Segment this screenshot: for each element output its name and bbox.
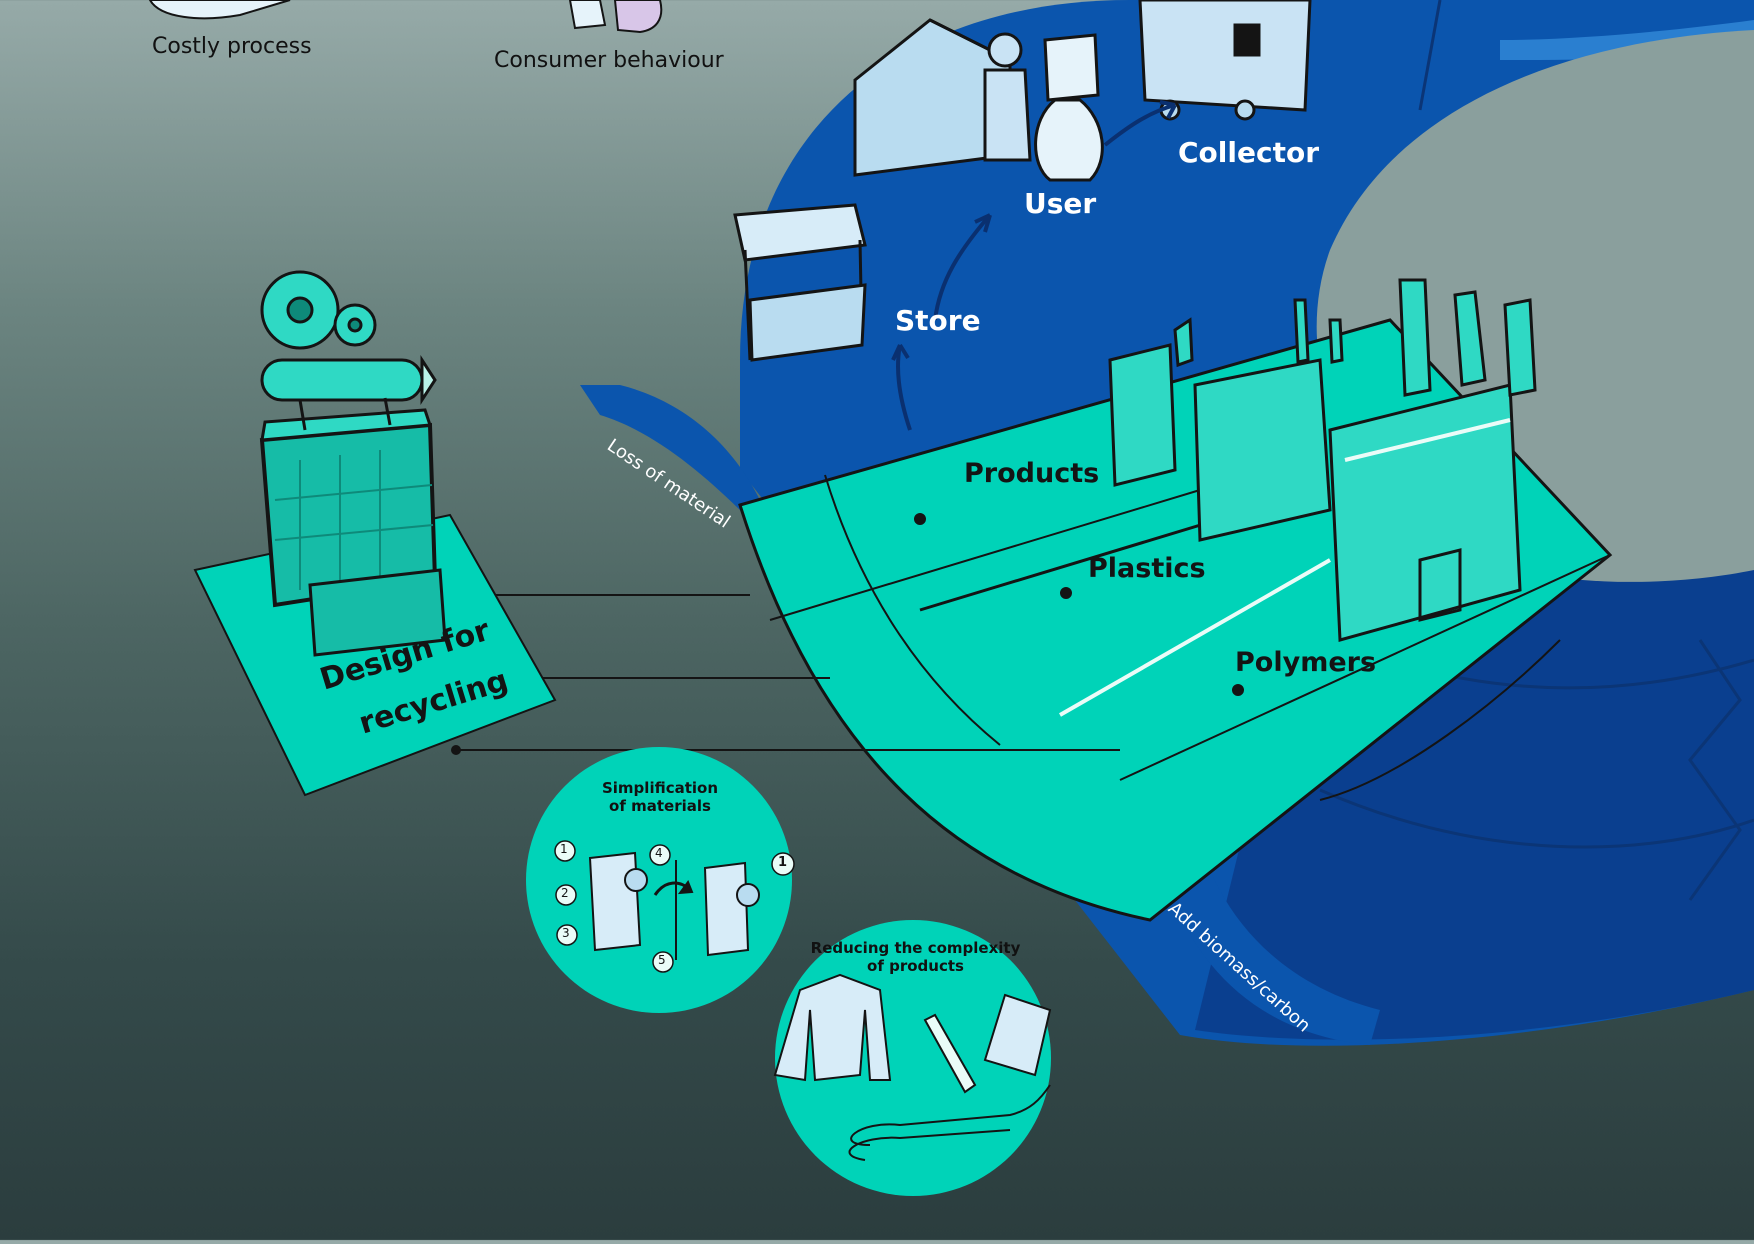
number-badge: 3 (562, 926, 570, 940)
polymers-label: Polymers (1235, 647, 1377, 678)
number-badge: 5 (658, 953, 666, 967)
store-label: Store (895, 304, 981, 337)
number-badge: 2 (561, 886, 569, 900)
jacket-icon (773, 973, 892, 1082)
toothbrush-icon (923, 1013, 977, 1094)
consumer-behaviour-label: Consumer behaviour (494, 48, 724, 73)
plastics-label: Plastics (1088, 553, 1206, 584)
number-badge: 1 (560, 842, 568, 856)
cycle-arrows (891, 100, 1177, 431)
consumer-behaviour-icon (568, 0, 663, 34)
reducing-complexity-circle (773, 920, 1052, 1196)
number-badge: 4 (655, 846, 663, 860)
person-icon (983, 32, 1032, 162)
truck-icon (1138, 0, 1312, 121)
pencil-icon (260, 354, 437, 431)
products-label: Products (964, 458, 1100, 489)
add-biomass-arrow (1165, 870, 1380, 1045)
collector-label: Collector (1178, 136, 1319, 169)
costly-process-label: Costly process (152, 34, 312, 59)
simplification-circle (526, 747, 795, 1013)
simplification-label: Simplification of materials (601, 779, 719, 815)
trash-bag-icon (1034, 33, 1104, 182)
costly-process-icon (148, 0, 291, 20)
market-stall-icon (733, 203, 867, 362)
jerrycan-icon (588, 851, 760, 960)
factory-icon (1108, 278, 1537, 642)
gear-icon (260, 270, 377, 350)
design-for-recycling-base (193, 408, 557, 797)
loss-of-material-arrow (580, 385, 760, 515)
user-label: User (1024, 187, 1097, 220)
tablet-icon (983, 993, 1052, 1077)
cable-icon (848, 1084, 1051, 1161)
reducing-complexity-label: Reducing the complexity of products (810, 939, 1021, 975)
number-badge-after: 1 (778, 855, 788, 870)
